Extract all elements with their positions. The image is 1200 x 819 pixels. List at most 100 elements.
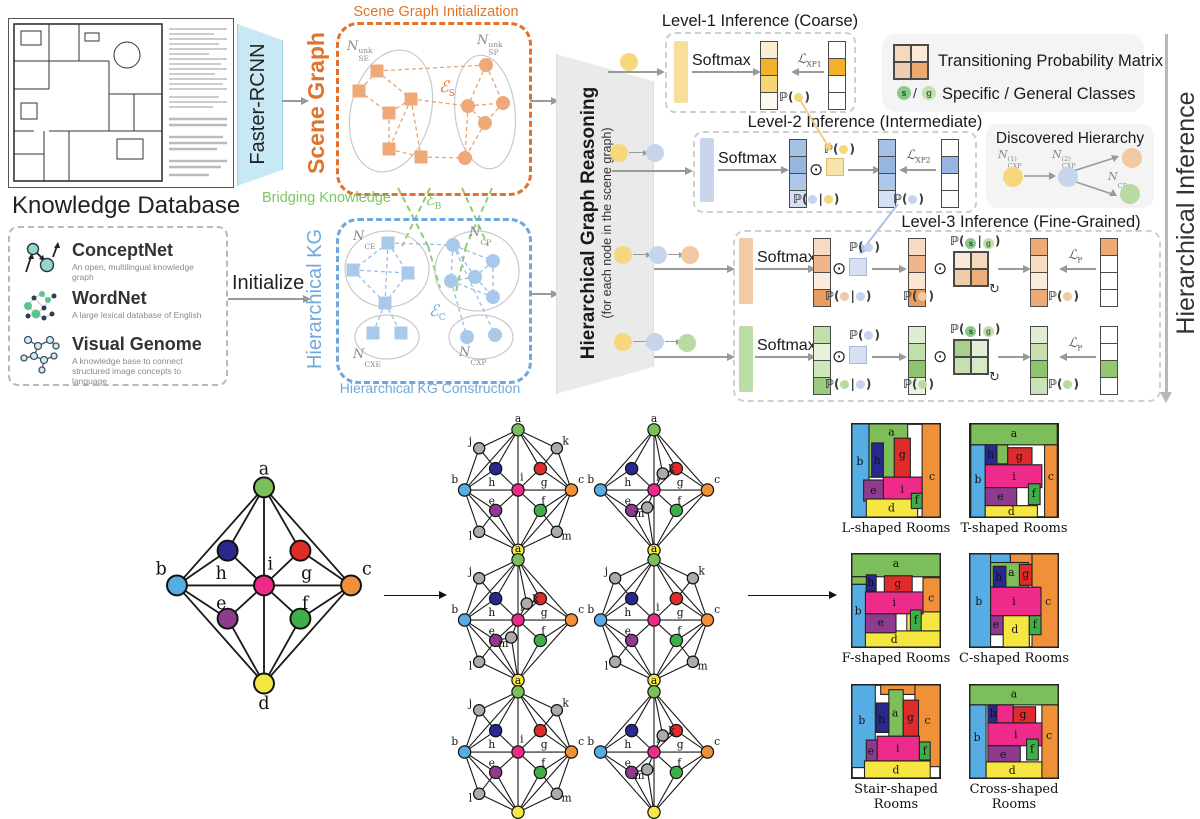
svg-text:f: f bbox=[677, 495, 682, 508]
level1-p-label: ℙ() bbox=[779, 90, 810, 104]
svg-text:g: g bbox=[1016, 450, 1023, 463]
discovered-hierarchy-arrows bbox=[1024, 155, 1119, 196]
bridging-links bbox=[397, 187, 493, 293]
svg-text:c: c bbox=[928, 591, 934, 604]
dh-node-yellow bbox=[1003, 167, 1023, 187]
svg-text:g: g bbox=[541, 738, 548, 751]
svg-text:k: k bbox=[668, 463, 675, 476]
svg-text:a: a bbox=[1011, 687, 1018, 700]
l3g-p-sg: ℙ(s|g) bbox=[950, 322, 1001, 337]
l3o-loss-arrow bbox=[1059, 264, 1096, 273]
svg-text:d: d bbox=[1009, 764, 1016, 777]
prop-arrow-yellow bbox=[799, 99, 831, 152]
l3g-cond-vector bbox=[813, 326, 831, 395]
svg-text:j: j bbox=[467, 696, 472, 709]
node-l3o-1 bbox=[614, 246, 632, 264]
svg-text:c: c bbox=[714, 603, 720, 616]
dh-node-blue bbox=[1058, 167, 1078, 187]
svg-text:f: f bbox=[1032, 487, 1037, 500]
svg-text:e: e bbox=[993, 618, 1000, 631]
room-caption-f: F-shaped Rooms bbox=[841, 651, 951, 666]
conn-l3g-1 bbox=[633, 338, 651, 345]
svg-text:b: b bbox=[855, 604, 862, 617]
level1-feature-bar bbox=[674, 41, 688, 103]
level2-target-vector bbox=[941, 139, 959, 208]
level2-feature-bar bbox=[700, 138, 714, 202]
reasoning-title: Hierarchical Graph Reasoning bbox=[578, 86, 599, 360]
l3g-p-out: ℙ() bbox=[1048, 377, 1079, 391]
node-l3g-3 bbox=[678, 334, 696, 352]
svg-text:l: l bbox=[469, 530, 473, 543]
svg-text:j: j bbox=[467, 434, 472, 447]
svg-text:h: h bbox=[624, 476, 631, 489]
level2-title: Level-2 Inference (Intermediate) bbox=[747, 113, 983, 131]
svg-text:d: d bbox=[888, 501, 895, 514]
bridging-knowledge-label: Bridging Knowledge bbox=[262, 190, 391, 206]
orange-dot bbox=[1063, 292, 1073, 301]
legend-matrix-label: Transitioning Probability Matrix bbox=[938, 52, 1163, 70]
svg-text:c: c bbox=[578, 603, 584, 616]
initialize-label: Initialize bbox=[232, 272, 305, 294]
dh-node-orange bbox=[1122, 148, 1142, 168]
yellow-dot bbox=[823, 195, 833, 204]
legend-classes-label: Specific / General Classes bbox=[942, 85, 1136, 103]
svg-text:k: k bbox=[668, 725, 675, 738]
l3o-p-cond: ℙ(|) bbox=[825, 289, 872, 303]
svg-text:h: h bbox=[624, 606, 631, 619]
svg-text:d: d bbox=[515, 818, 522, 819]
svg-text:i: i bbox=[656, 600, 660, 613]
level2-softmax: Softmax bbox=[718, 150, 777, 167]
blue-dot bbox=[864, 331, 874, 340]
hier-inference-arrowhead bbox=[1160, 392, 1172, 403]
floorplan-sketch bbox=[13, 23, 227, 182]
scene-graph-vertical-label: Scene Graph bbox=[303, 32, 329, 174]
reasoning-funnel bbox=[556, 54, 654, 394]
svg-text:m: m bbox=[498, 637, 508, 650]
l3o-transition-matrix bbox=[953, 251, 989, 287]
svg-text:i: i bbox=[896, 741, 900, 754]
node-l3g-2 bbox=[646, 333, 664, 351]
room-caption-cross: Cross-shaped Rooms bbox=[969, 782, 1059, 812]
svg-text:e: e bbox=[1000, 748, 1007, 761]
svg-text:g: g bbox=[907, 711, 914, 724]
svg-text:d: d bbox=[258, 694, 269, 712]
svg-text:c: c bbox=[578, 735, 584, 748]
blue-dot bbox=[855, 292, 865, 301]
svg-text:b: b bbox=[451, 603, 458, 616]
arrow-kg-to-reasoning bbox=[530, 289, 559, 298]
svg-text:g: g bbox=[894, 577, 901, 590]
svg-text:a: a bbox=[651, 676, 658, 687]
svg-text:d: d bbox=[891, 633, 898, 646]
svg-text:f: f bbox=[914, 613, 919, 626]
svg-text:a: a bbox=[1008, 566, 1015, 579]
floorplan-thumbnail bbox=[8, 18, 234, 188]
svg-text:e: e bbox=[489, 625, 495, 638]
blue-dot bbox=[855, 380, 865, 389]
svg-text:m: m bbox=[634, 507, 644, 520]
l3g-prob-vector bbox=[908, 326, 926, 395]
svg-text:h: h bbox=[867, 576, 874, 589]
label-e-b: ℰB bbox=[425, 190, 442, 213]
svg-text:f: f bbox=[677, 757, 682, 770]
l3g-odot2: ⊙ bbox=[933, 347, 948, 367]
label-e-c: ℰC bbox=[429, 301, 446, 324]
svg-text:b: b bbox=[587, 603, 594, 616]
svg-text:m: m bbox=[562, 530, 572, 543]
svg-text:b: b bbox=[975, 595, 982, 608]
svg-text:f: f bbox=[915, 493, 920, 506]
svg-text:a: a bbox=[651, 414, 658, 425]
svg-text:l: l bbox=[605, 660, 609, 673]
visual-genome-icon bbox=[18, 330, 62, 379]
arrow-variants-to-rooms bbox=[748, 591, 837, 600]
visual-genome-desc: A knowledge base to connect structured i… bbox=[72, 356, 183, 386]
svg-text:b: b bbox=[975, 473, 982, 486]
faster-rcnn-block bbox=[237, 24, 283, 186]
svg-text:c: c bbox=[1045, 595, 1051, 608]
orange-dot bbox=[918, 292, 928, 301]
svg-text:i: i bbox=[520, 470, 524, 483]
level2-arrow2 bbox=[848, 165, 881, 174]
